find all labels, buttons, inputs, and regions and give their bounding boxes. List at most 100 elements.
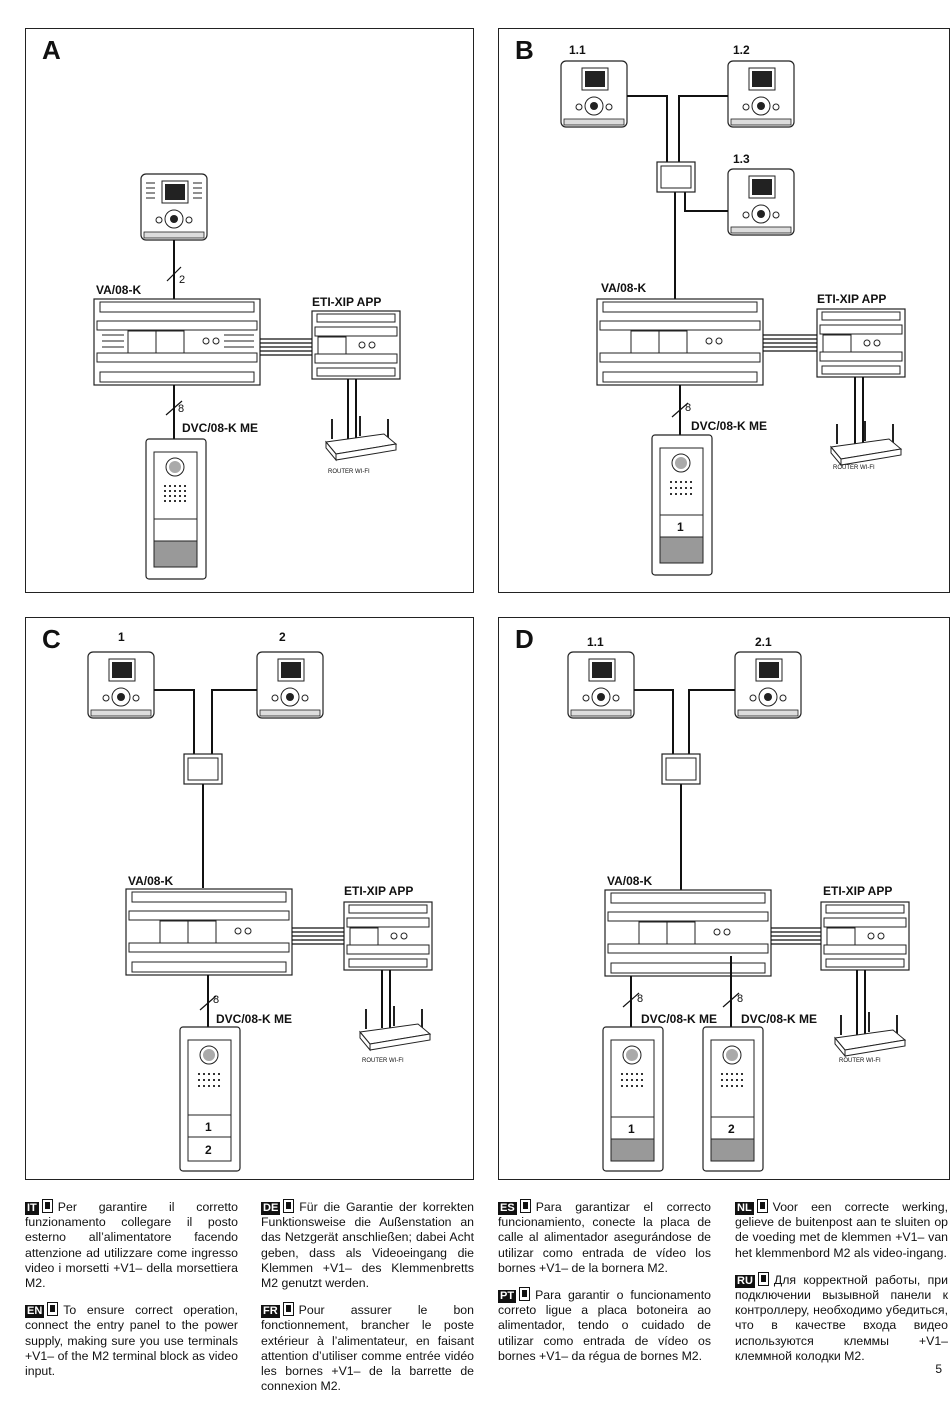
monitor-label: 1.3	[733, 152, 750, 166]
call-button-label: 1	[677, 520, 684, 534]
bus-cable	[771, 927, 821, 945]
call-button-label: 2	[205, 1143, 212, 1157]
router-icon	[325, 416, 398, 462]
wire-count-label: 8	[685, 402, 691, 414]
wiring-diagram-b: 1.1 1.2 1.3	[560, 43, 906, 576]
bus-cable	[292, 927, 344, 945]
paragraph-text: Para garantir o funcionamento correto li…	[498, 1288, 711, 1363]
book-icon	[519, 1199, 531, 1213]
eti-xip-app-module	[816, 308, 906, 378]
router-label: ROUTER WI-FI	[833, 465, 875, 471]
bus-cable	[763, 334, 817, 352]
paragraph-text: Para garantizar el correcto funcionamien…	[498, 1200, 711, 1275]
entry-panel-icon	[145, 438, 207, 580]
power-supply-unit	[596, 298, 764, 386]
book-icon	[519, 1287, 531, 1302]
monitor-label: 1.2	[733, 43, 750, 57]
paragraph-text: Pour assurer le bon fonctionnement, bran…	[261, 1303, 474, 1394]
dvc-label: DVC/08-K ME	[182, 421, 258, 435]
panel-title: C	[42, 624, 61, 654]
lang-badge-es: ES	[498, 1202, 517, 1215]
router-icon	[359, 1006, 432, 1052]
dvc-label: DVC/08-K ME	[216, 1012, 292, 1026]
monitor-label: 2.1	[755, 635, 772, 649]
lang-badge-pt: PT	[498, 1290, 517, 1304]
paragraph-text: Per garantire il corretto funzionamento …	[25, 1200, 238, 1291]
va-label: VA/08-K	[96, 283, 141, 297]
wiring-diagram-c: 1 2 VA/08-K	[87, 630, 433, 1172]
paragraph-text: Voor een correcte werking, gelieve de bu…	[735, 1200, 948, 1260]
eti-label: ETI-XIP APP	[312, 295, 381, 309]
book-icon	[756, 1199, 768, 1213]
book-icon	[41, 1199, 53, 1213]
entry-panel-icon: 1 2	[179, 1026, 241, 1172]
wire-count-label: 8	[213, 994, 219, 1006]
distributor-icon	[661, 753, 701, 785]
router-icon	[834, 1012, 907, 1058]
monitor-wiring	[627, 95, 728, 299]
router-icon	[830, 421, 903, 467]
dvc-label: DVC/08-K ME	[741, 1012, 817, 1026]
wiring-diagram-d: 1.1 2.1 VA/08-K	[567, 635, 910, 1172]
paragraph-text: Für die Garantie der korrekten Funktions…	[261, 1200, 474, 1291]
wire-count-label: 8	[637, 993, 643, 1005]
monitor-icon	[727, 168, 795, 236]
monitor-wiring	[634, 689, 735, 890]
eti-xip-app-module	[311, 310, 401, 380]
lang-badge-it: IT	[25, 1202, 39, 1215]
call-button-label: 2	[728, 1122, 735, 1136]
page-number: 5	[935, 1362, 942, 1376]
distributor-icon	[183, 753, 223, 785]
call-button-label: 1	[205, 1120, 212, 1134]
monitor-wiring	[154, 689, 257, 888]
eti-label: ETI-XIP APP	[817, 292, 886, 306]
va-label: VA/08-K	[128, 874, 173, 888]
monitor-icon	[567, 651, 635, 719]
wire-count-label: 2	[179, 274, 185, 286]
va-label: VA/08-K	[607, 874, 652, 888]
eti-label: ETI-XIP APP	[823, 884, 892, 898]
diagram-panel-d: D 1.1 2.1 VA/08-K	[498, 617, 950, 1180]
monitor-icon	[734, 651, 802, 719]
power-supply-unit	[604, 889, 772, 977]
book-icon	[757, 1271, 769, 1286]
monitor-icon	[256, 651, 324, 719]
paragraph-text: To ensure correct operation, connect the…	[25, 1303, 238, 1379]
lang-badge-nl: NL	[735, 1202, 754, 1215]
entry-panel-icon: 1	[651, 434, 713, 576]
wire-count-label: 8	[178, 403, 184, 415]
lang-badge-fr: FR	[261, 1305, 280, 1319]
lang-badge-de: DE	[261, 1202, 281, 1215]
router-label: ROUTER WI-FI	[362, 1058, 404, 1064]
eti-xip-app-module	[343, 901, 433, 971]
entry-panel-icon: 2	[702, 1026, 764, 1172]
monitor-icon	[87, 651, 155, 719]
monitor-label: 2	[279, 630, 286, 644]
monitor-icon	[140, 173, 208, 241]
call-button-label: 1	[628, 1122, 635, 1136]
lang-badge-en: EN	[25, 1305, 45, 1319]
power-supply-unit	[93, 298, 261, 386]
panel-title: D	[515, 624, 534, 654]
monitor-icon	[727, 60, 795, 128]
bus-cable	[260, 338, 312, 356]
dvc-label: DVC/08-K ME	[691, 419, 767, 433]
diagram-panel-b: B 1.1 1.2 1.3	[498, 28, 950, 593]
dvc-label: DVC/08-K ME	[641, 1012, 717, 1026]
eti-label: ETI-XIP APP	[344, 884, 413, 898]
panel-title: A	[42, 35, 61, 65]
wire-count-label: 8	[737, 993, 743, 1005]
monitor-label: 1.1	[587, 635, 604, 649]
entry-panel-icon: 1	[602, 1026, 664, 1172]
